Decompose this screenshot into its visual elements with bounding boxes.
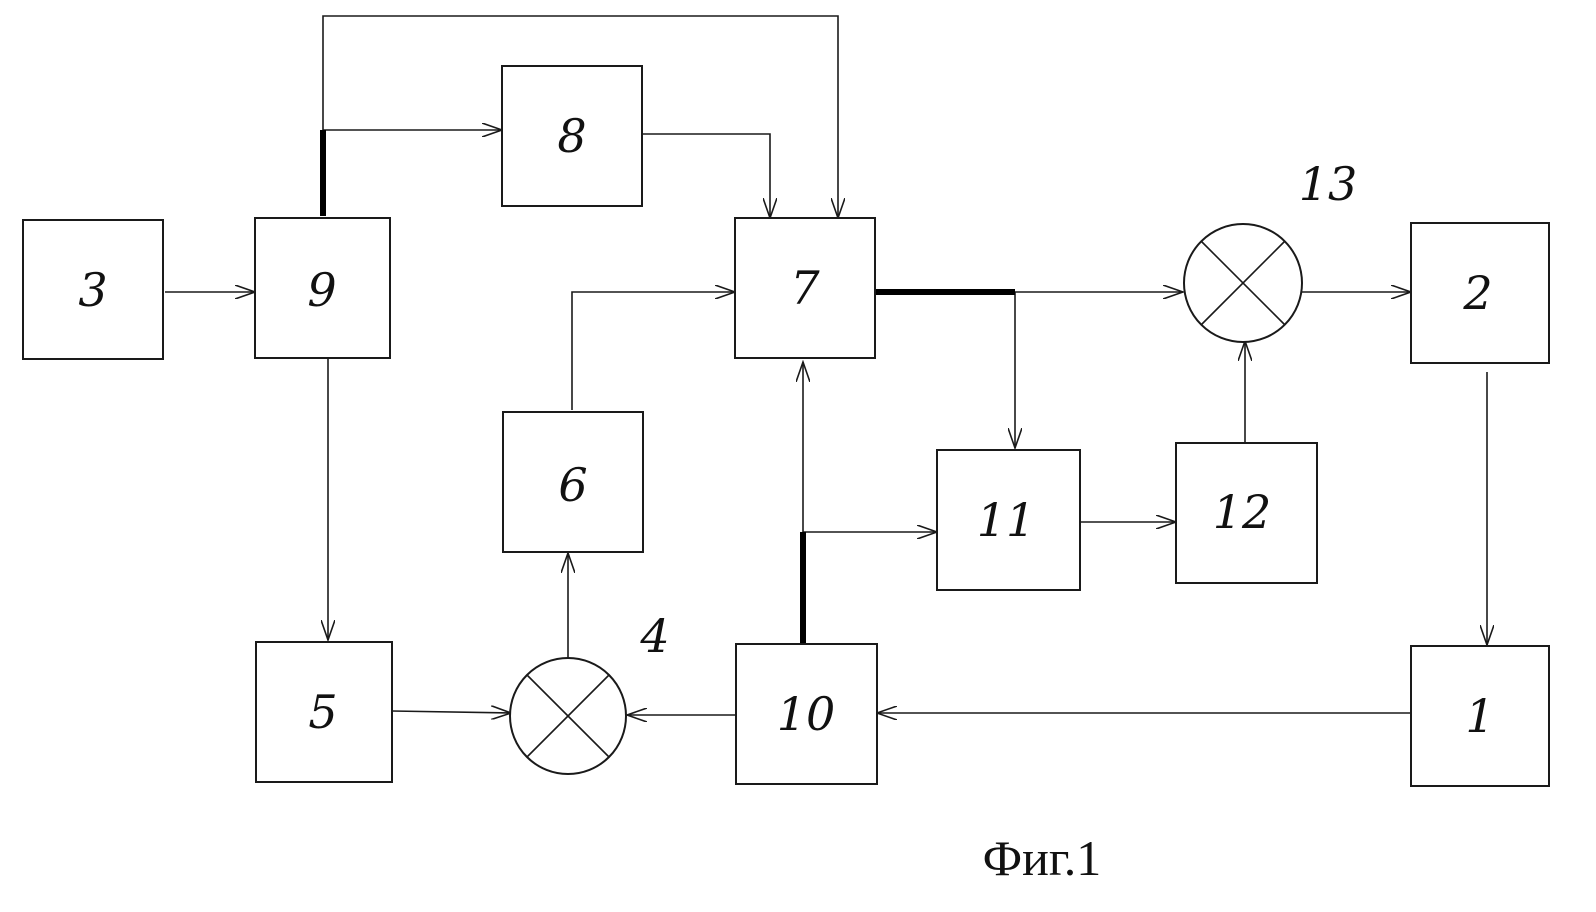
block-3: 3 xyxy=(23,220,163,359)
block-9-label: 9 xyxy=(307,263,336,317)
block-3-label: 3 xyxy=(78,263,107,317)
mixer-13 xyxy=(1184,224,1302,342)
mixer-4 xyxy=(510,658,626,774)
block-1: 1 xyxy=(1411,646,1549,786)
wire-5-to-4 xyxy=(392,711,511,713)
block-6: 6 xyxy=(503,412,643,552)
block-5: 5 xyxy=(256,642,392,782)
figure-caption: Фиг.1 xyxy=(983,830,1102,886)
block-12: 12 xyxy=(1176,443,1317,583)
block-5-label: 5 xyxy=(308,685,337,739)
block-10-label: 10 xyxy=(777,687,836,741)
block-7-label: 7 xyxy=(790,261,820,315)
mixer-4-label: 4 xyxy=(639,609,669,663)
block-7: 7 xyxy=(735,218,875,358)
block-2: 2 xyxy=(1411,223,1549,363)
block-11: 11 xyxy=(937,450,1080,590)
block-11-label: 11 xyxy=(977,493,1036,547)
mixer-13-label: 13 xyxy=(1299,157,1358,211)
block-8: 8 xyxy=(502,66,642,206)
buses xyxy=(323,130,1015,644)
block-8-label: 8 xyxy=(557,109,586,163)
block-1-label: 1 xyxy=(1465,689,1494,743)
block-10: 10 xyxy=(736,644,877,784)
block-2-label: 2 xyxy=(1462,266,1492,320)
wire-8-to-7 xyxy=(642,134,770,218)
wires xyxy=(165,16,1487,715)
wire-6-to-7 xyxy=(572,292,735,410)
block-12-label: 12 xyxy=(1213,485,1272,539)
block-6-label: 6 xyxy=(558,458,587,512)
block-9: 9 xyxy=(255,218,390,358)
